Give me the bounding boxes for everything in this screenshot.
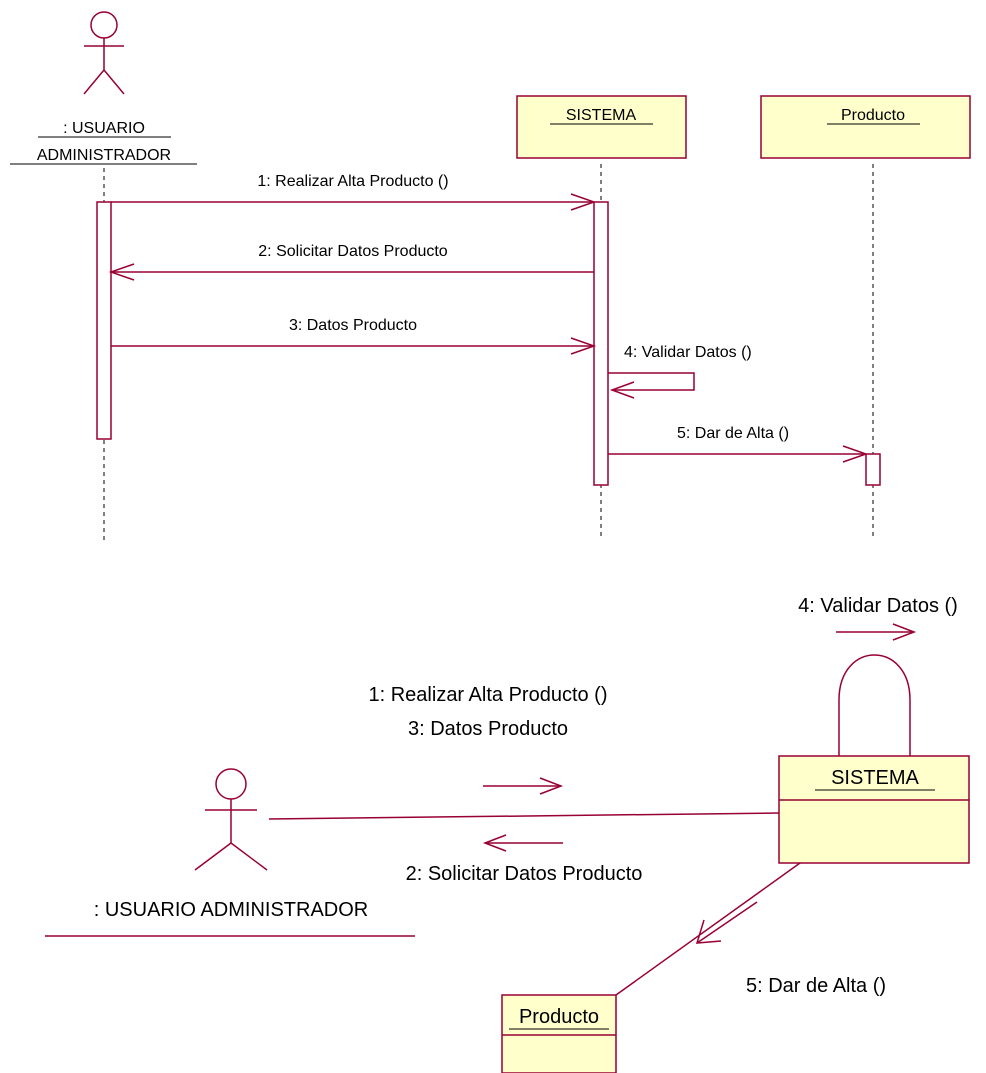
sequence-lifelines (103, 164, 874, 540)
message-2-label: 2: Solicitar Datos Producto (258, 243, 448, 260)
message-4: 4: Validar Datos () (608, 344, 752, 399)
arrowhead-right-icon (539, 777, 564, 795)
arrowhead-left-icon (482, 834, 507, 852)
collab-object-producto-label: Producto (519, 1006, 599, 1028)
arrowhead-right-icon (570, 193, 597, 211)
message-5: 5: Dar de Alta () (608, 425, 869, 463)
sequence-diagram: : USUARIO ADMINISTRADOR SISTEMA Producto (10, 11, 971, 540)
arrowhead-left-icon (108, 263, 135, 281)
collab-object-sistema-label: SISTEMA (831, 767, 919, 789)
collab-message-3-label: 3: Datos Producto (408, 718, 568, 740)
collab-message-5-arrow (696, 901, 758, 944)
collab-object-producto[interactable]: Producto (501, 994, 617, 1073)
arrowhead-left-icon (609, 381, 635, 399)
message-3: 3: Datos Producto (111, 317, 597, 355)
sequence-object-producto[interactable]: Producto (760, 95, 971, 159)
arrowhead-right-icon (842, 445, 869, 463)
producto-activation-bar (865, 453, 881, 486)
collaboration-diagram: 4: Validar Datos () SISTEMA : USUARIO AD… (45, 595, 970, 1073)
sequence-actor-figure (83, 11, 125, 95)
sequence-actor-label-line2: ADMINISTRADOR (37, 147, 171, 164)
message-5-label: 5: Dar de Alta () (677, 425, 789, 442)
arrowhead-right-icon (892, 623, 917, 641)
message-2: 2: Solicitar Datos Producto (108, 243, 594, 281)
sequence-actor-label-line1: : USUARIO (63, 120, 145, 137)
message-1-label: 1: Realizar Alta Producto () (257, 173, 448, 190)
collab-message-4-label: 4: Validar Datos () (798, 595, 958, 617)
collab-object-sistema[interactable]: SISTEMA (778, 755, 970, 864)
sequence-object-sistema-label: SISTEMA (566, 107, 637, 124)
message-1: 1: Realizar Alta Producto () (111, 173, 597, 211)
sistema-activation-bar (593, 201, 609, 486)
collab-message-1-label: 1: Realizar Alta Producto () (369, 684, 608, 706)
collab-message-5-label: 5: Dar de Alta () (746, 975, 886, 997)
collab-actor-figure (194, 768, 268, 871)
sequence-object-producto-label: Producto (841, 107, 905, 124)
collab-link-sistema-producto (615, 862, 801, 996)
collab-actor-label: : USUARIO ADMINISTRADOR (94, 899, 368, 921)
arrowhead-down-left-icon (695, 919, 722, 944)
message-4-label: 4: Validar Datos () (624, 344, 752, 361)
message-3-label: 3: Datos Producto (289, 317, 417, 334)
arrowhead-right-icon (570, 337, 597, 355)
actor-activation-bar (96, 201, 112, 440)
collab-self-loop: 4: Validar Datos () (798, 595, 958, 756)
collab-message-2-label: 2: Solicitar Datos Producto (406, 863, 643, 885)
collab-link-actor-sistema (268, 812, 780, 820)
sequence-object-sistema[interactable]: SISTEMA (516, 95, 687, 159)
